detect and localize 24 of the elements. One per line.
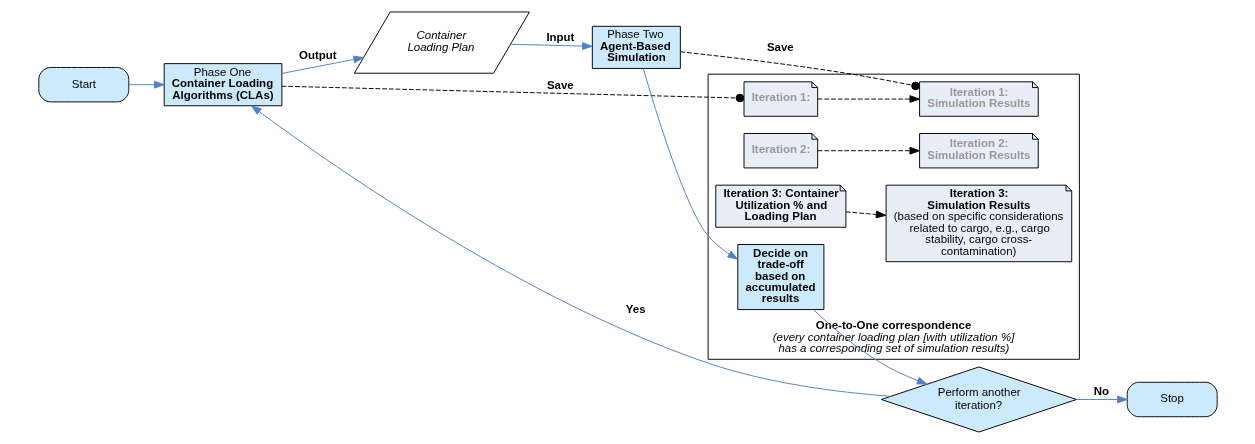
node-box: Stop (1126, 381, 1218, 418)
edge-label: Output (298, 49, 337, 62)
arrow (250, 105, 891, 397)
arrow (642, 68, 738, 260)
arrow (127, 80, 165, 89)
edge-label: Save (546, 79, 574, 92)
arrow (1075, 395, 1128, 404)
edge-label: Save (766, 40, 794, 53)
node-box: Phase Two Agent-Based Simulation (591, 25, 681, 69)
arrow (816, 95, 920, 103)
edge-label: Input (545, 31, 574, 44)
arrow (845, 210, 886, 219)
edge-label: Yes (625, 303, 646, 315)
node-box: Decide on trade-off based on accumulated results (736, 244, 824, 311)
node-box: Start (37, 67, 129, 103)
connector (679, 51, 920, 91)
arrow (281, 55, 364, 74)
node-diamond: Perform another iteration? (880, 366, 1077, 433)
node-box: Phase One Container Loading Algorithms (CLAs) (163, 63, 282, 107)
arrow (509, 42, 593, 50)
arrow (816, 146, 920, 155)
edge-label: No (1093, 385, 1109, 398)
connector (280, 85, 744, 103)
arrow (812, 309, 927, 385)
